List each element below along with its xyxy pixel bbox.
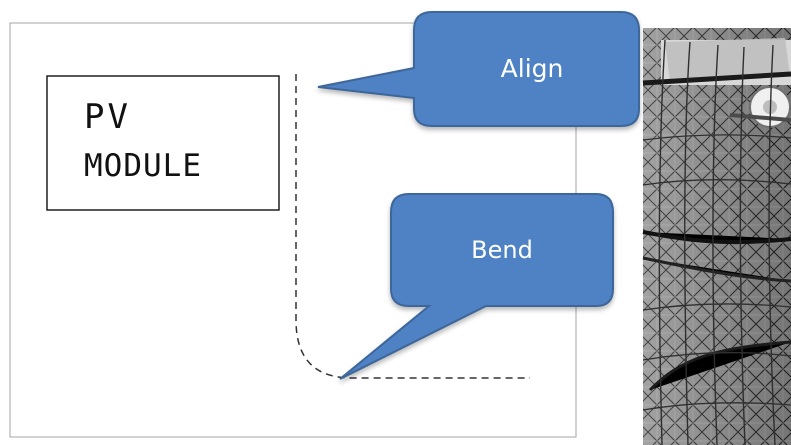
dashed-route-line [295,74,530,379]
align-callout [317,11,640,127]
align-callout-shape [317,11,640,127]
module-label: MODULE [84,148,202,184]
bend-callout [339,193,614,380]
pv-label: PV [84,97,131,137]
bend-callout-label: Bend [471,236,533,264]
align-callout-label: Align [501,54,564,83]
pv-module-box [46,75,280,211]
net-photo [642,28,791,445]
bend-callout-shape [339,193,614,380]
